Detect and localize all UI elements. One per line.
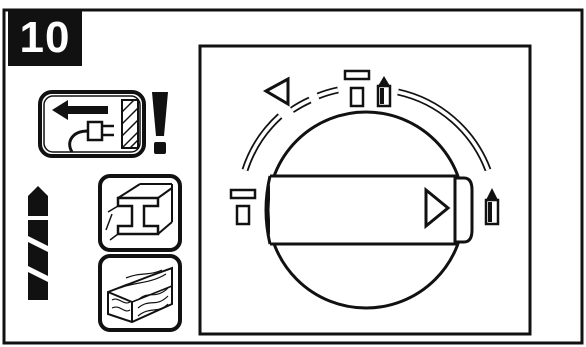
- chisel-position-adjust-icon: [262, 76, 290, 107]
- step-number-badge: 10: [8, 10, 82, 66]
- unplug-icon: [38, 90, 146, 158]
- outer-frame: [2, 8, 584, 345]
- dial-panel: [198, 44, 532, 336]
- steel-beam-icon: [98, 174, 182, 252]
- warning-exclamation-icon: [152, 92, 168, 154]
- drill-bit-icon: [28, 186, 48, 300]
- dial-arc-inner: [243, 88, 490, 171]
- hammer-drill-mode-icon: [376, 76, 392, 108]
- rotary-only-mode-icon-left: [229, 188, 257, 226]
- mode-selector-dial-icon: [264, 110, 474, 310]
- rotary-only-mode-icon: [343, 69, 371, 108]
- wood-log-icon: [98, 254, 182, 332]
- chisel-only-mode-icon: [484, 188, 500, 226]
